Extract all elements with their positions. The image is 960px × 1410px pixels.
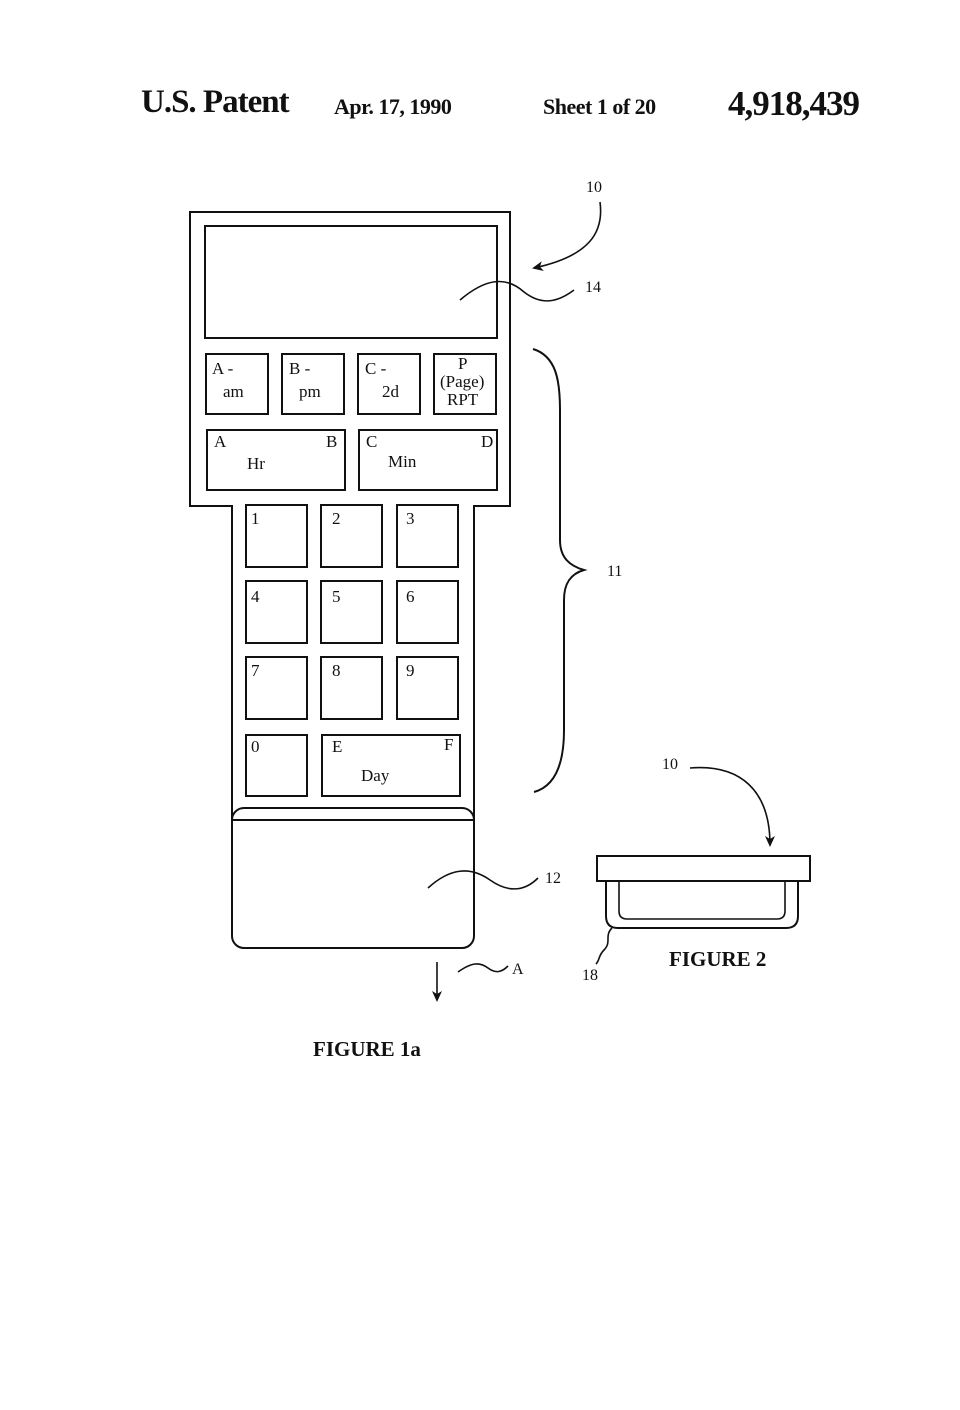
keypad-brace — [532, 348, 588, 793]
fig2-bottom-inner — [618, 881, 786, 920]
lower-panel — [231, 807, 475, 949]
hr-key-right: B — [326, 432, 337, 451]
ref-12-label: 12 — [545, 870, 561, 887]
func-key-a-bottom: am — [223, 382, 244, 401]
min-key-label: Min — [388, 452, 417, 471]
func-key-p-middle: (Page) — [440, 372, 484, 391]
svg-text:1: 1 — [251, 509, 260, 528]
ref-18-label: 18 — [582, 967, 598, 984]
func-key-a: A - am — [205, 353, 269, 415]
digit-key-0: 0 — [245, 734, 308, 797]
svg-text:8: 8 — [332, 661, 341, 680]
svg-text:7: 7 — [251, 661, 260, 680]
device-outline — [189, 211, 511, 821]
ref-10-label: 10 — [586, 179, 602, 196]
digit-key-3: 3 — [396, 504, 459, 568]
patent-date: Apr. 17, 1990 — [334, 94, 452, 119]
day-key-left: E — [332, 737, 342, 756]
hr-key: A B Hr — [206, 429, 346, 491]
ref-a-leader — [457, 963, 509, 973]
digit-key-1: 1 — [245, 504, 308, 568]
min-key-left: C — [366, 432, 377, 451]
display-screen — [204, 225, 498, 339]
func-key-p: P (Page) RPT — [433, 353, 497, 415]
min-key: C D Min — [358, 429, 498, 491]
day-key-label: Day — [361, 766, 390, 785]
func-key-p-bottom: RPT — [447, 390, 479, 409]
hr-key-left: A — [214, 432, 227, 451]
svg-text:9: 9 — [406, 661, 415, 680]
ref-12-leader — [427, 870, 539, 890]
fig2-bottom-outer — [605, 881, 799, 929]
min-key-right: D — [481, 432, 493, 451]
func-key-b-bottom: pm — [299, 382, 321, 401]
ref-a-label: A — [512, 961, 524, 978]
func-key-c: C - 2d — [357, 353, 421, 415]
digit-key-8: 8 — [320, 656, 383, 720]
svg-text:2: 2 — [332, 509, 341, 528]
func-key-b: B - pm — [281, 353, 345, 415]
func-key-b-top: B - — [289, 359, 311, 378]
fig2-top-plate — [596, 855, 811, 882]
ref-18-leader — [595, 927, 613, 965]
ref-10b-arrow — [689, 766, 775, 847]
sheet-number: Sheet 1 of 20 — [543, 94, 656, 119]
digit-key-5: 5 — [320, 580, 383, 644]
func-key-p-top: P — [458, 354, 467, 373]
digit-key-9: 9 — [396, 656, 459, 720]
svg-text:4: 4 — [251, 587, 260, 606]
svg-text:5: 5 — [332, 587, 341, 606]
func-key-c-bottom: 2d — [382, 382, 400, 401]
func-key-c-top: C - — [365, 359, 387, 378]
ref-10-arrow — [532, 201, 602, 271]
patent-number: 4,918,439 — [728, 84, 860, 123]
digit-key-4: 4 — [245, 580, 308, 644]
digit-key-6: 6 — [396, 580, 459, 644]
ref-14-label: 14 — [585, 279, 601, 296]
svg-text:0: 0 — [251, 737, 260, 756]
ref-10b-label: 10 — [662, 756, 678, 773]
digit-key-2: 2 — [320, 504, 383, 568]
figure-2-caption: FIGURE 2 — [669, 947, 766, 971]
patent-title: U.S. Patent — [141, 84, 290, 120]
func-key-a-top: A - — [212, 359, 234, 378]
ref-11-label: 11 — [607, 563, 622, 580]
svg-text:6: 6 — [406, 587, 415, 606]
hr-key-label: Hr — [247, 454, 265, 473]
ref-14-leader — [459, 280, 575, 302]
day-key: E F Day — [321, 734, 461, 797]
digit-key-7: 7 — [245, 656, 308, 720]
figure-1a-caption: FIGURE 1a — [313, 1037, 421, 1061]
svg-text:3: 3 — [406, 509, 415, 528]
day-key-right: F — [444, 735, 453, 754]
